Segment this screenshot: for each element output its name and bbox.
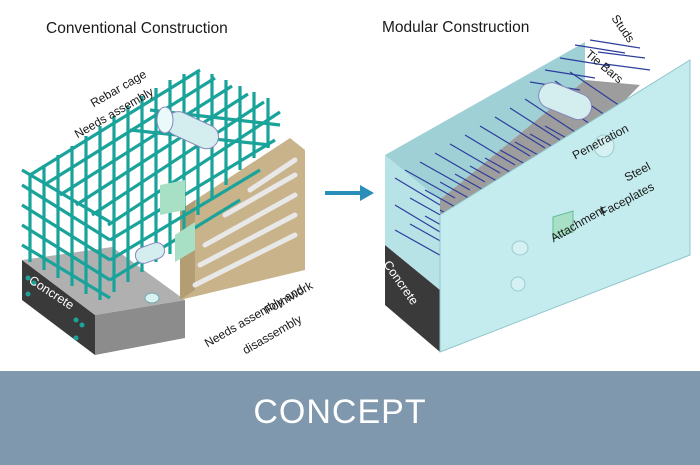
diagram-stage: Conventional Construction Modular Constr…	[21, 12, 691, 357]
left-attachment-plate	[160, 180, 185, 215]
left-concrete-side	[95, 300, 185, 355]
left-concrete-top	[22, 247, 185, 315]
diagram-canvas	[21, 39, 691, 355]
conventional-illustration	[21, 68, 305, 355]
back-faceplate	[385, 42, 585, 245]
transition-arrow	[325, 185, 374, 201]
attachment-plate	[552, 210, 574, 239]
rebar-cage	[21, 68, 281, 300]
penetration-hole	[593, 134, 615, 158]
right-concrete-front	[385, 245, 440, 352]
concept-banner: CONCEPT	[0, 371, 700, 465]
left-base-hole	[144, 292, 160, 304]
heading-modular: Modular Construction	[382, 19, 530, 36]
heading-conventional: Conventional Construction	[46, 20, 228, 37]
front-faceplate	[439, 59, 691, 353]
left-pipes	[134, 106, 220, 264]
modular-illustration	[385, 39, 691, 353]
penetration-pipe	[538, 82, 593, 121]
left-concrete-front	[22, 260, 95, 355]
banner-title: CONCEPT	[253, 392, 427, 431]
end-faceplate	[385, 155, 440, 290]
faceplate-hole-1	[511, 240, 529, 256]
formwork-ties	[192, 157, 298, 288]
faceplate-hole-2	[510, 276, 526, 292]
